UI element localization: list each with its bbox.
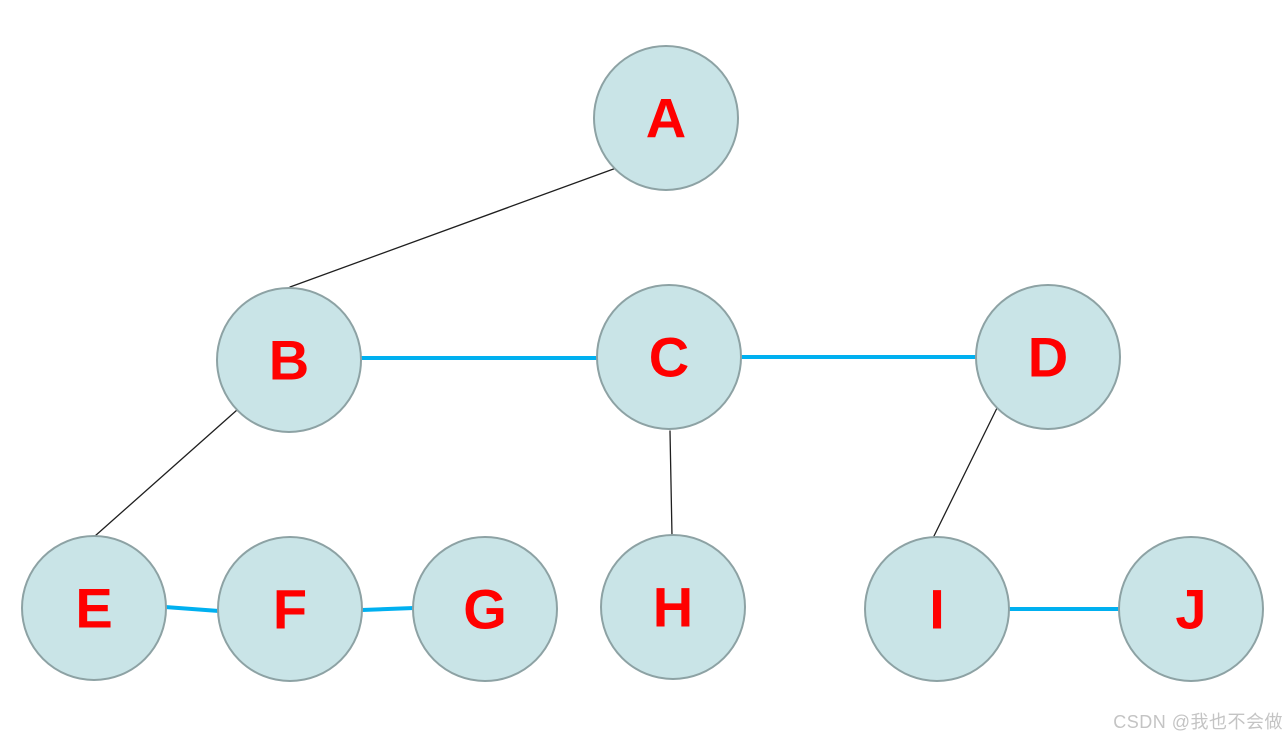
edge-A-B	[289, 166, 620, 288]
node-E: E	[21, 535, 167, 681]
node-label-H: H	[653, 576, 693, 639]
node-label-F: F	[273, 578, 307, 641]
node-label-A: A	[646, 87, 686, 150]
node-circle-H	[600, 534, 746, 680]
node-circle-G	[412, 536, 558, 682]
node-circle-E	[21, 535, 167, 681]
edge-F-G	[360, 606, 416, 612]
node-circle-D	[975, 284, 1121, 430]
node-I: I	[864, 536, 1010, 682]
edge-D-I	[933, 407, 998, 537]
node-H: H	[600, 534, 746, 680]
node-label-G: G	[463, 578, 507, 641]
node-D: D	[975, 284, 1121, 430]
node-G: G	[412, 536, 558, 682]
node-J: J	[1118, 536, 1264, 682]
edge-E-F	[163, 605, 221, 613]
node-circle-F	[217, 536, 363, 682]
node-label-D: D	[1028, 326, 1068, 389]
watermark: CSDN @我也不会做	[1113, 712, 1283, 732]
node-circle-B	[216, 287, 362, 433]
node-circle-I	[864, 536, 1010, 682]
node-label-J: J	[1175, 578, 1206, 641]
edge-B-E	[94, 409, 238, 537]
node-circle-J	[1118, 536, 1264, 682]
node-C: C	[596, 284, 742, 430]
node-A: A	[593, 45, 739, 191]
node-B: B	[216, 287, 362, 433]
node-circle-C	[596, 284, 742, 430]
node-F: F	[217, 536, 363, 682]
node-label-C: C	[649, 326, 689, 389]
node-label-I: I	[929, 578, 945, 641]
node-circle-A	[593, 45, 739, 191]
edge-C-H	[669, 430, 673, 537]
node-label-E: E	[75, 577, 112, 640]
node-label-B: B	[269, 329, 309, 392]
